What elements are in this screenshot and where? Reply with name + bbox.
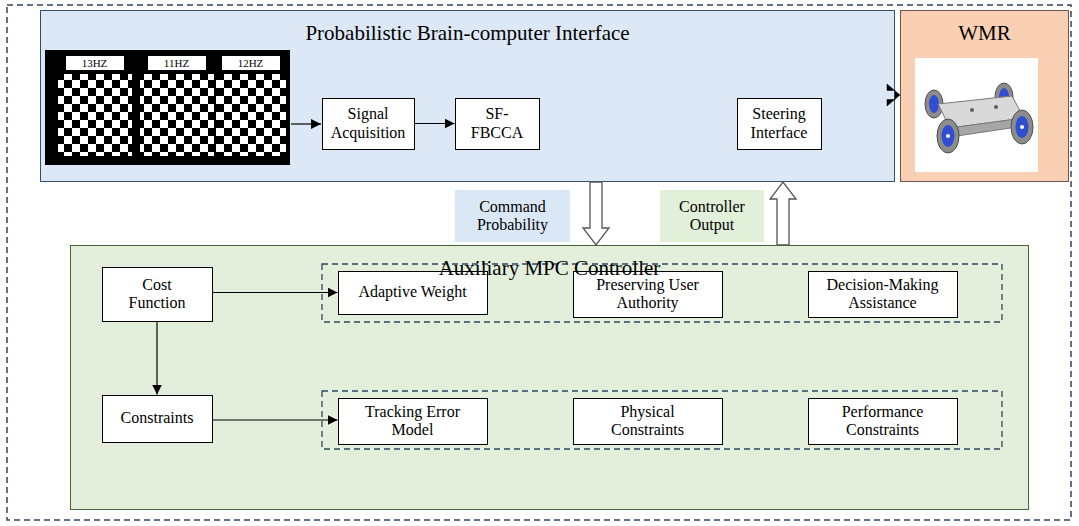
robot-axle: [946, 134, 950, 138]
output-arrow: [887, 84, 900, 106]
frequency-label: 11HZ: [147, 55, 207, 71]
box-label: Command Probability: [461, 198, 564, 235]
stimulus-screen: [45, 50, 290, 165]
process-box: Performance Constraints: [808, 398, 958, 445]
flow-arrow: [213, 419, 338, 420]
robot-bolt: [970, 108, 974, 112]
process-box: Tracking Error Model: [338, 398, 488, 445]
group-dashed-box: [322, 391, 1002, 449]
box-label: Signal Acquisition: [329, 105, 408, 142]
robot-hub: [929, 95, 939, 113]
robot-illustration: [915, 58, 1038, 172]
frequency-text: 11HZ: [147, 55, 207, 71]
robot-chassis-top: [938, 96, 1024, 128]
box-label: Decision-Making Assistance: [823, 276, 943, 313]
robot-wheel: [995, 83, 1013, 111]
panel-title: Auxiliary MPC Controller: [71, 246, 1028, 280]
outer-dashed-border: [7, 5, 1071, 520]
box-label: Tracking Error Model: [353, 403, 473, 440]
process-box: Steering Interface: [737, 98, 822, 150]
process-box: Cost Function: [102, 267, 213, 322]
group-dashed-box: [322, 264, 1002, 322]
interface-arrow: [770, 182, 796, 245]
checkerboard-stimulus: [216, 74, 286, 156]
signal-tag: Controller Output: [660, 190, 764, 242]
flow-arrow: [213, 292, 338, 293]
controller-panel: Cost FunctionConstraintsAdaptive WeightP…: [70, 245, 1029, 510]
box-label: Constraints: [121, 409, 194, 427]
frequency-text: 12HZ: [221, 55, 281, 71]
checkerboard-stimulus: [140, 74, 214, 156]
interface-arrow: [583, 182, 609, 245]
robot-wheel: [1011, 110, 1033, 144]
box-label: Steering Interface: [744, 105, 815, 142]
frequency-label: 12HZ: [221, 55, 281, 71]
box-label: Cost Function: [117, 276, 197, 313]
frequency-text: 13HZ: [65, 55, 125, 71]
panel-title: WMR: [901, 11, 1068, 45]
process-box: Physical Constraints: [573, 398, 723, 445]
flow-arrow: [415, 123, 455, 124]
flow-arrow: [156, 322, 157, 395]
robot-hub: [1016, 116, 1029, 138]
panel-title: Probabilistic Brain-computer Interface: [41, 11, 894, 45]
box-label: Preserving User Authority: [588, 276, 708, 313]
box-label: Adaptive Weight: [358, 283, 466, 301]
robot-background: [915, 58, 1038, 172]
process-box: Signal Acquisition: [322, 98, 415, 150]
robot-hub: [999, 88, 1009, 106]
robot-wheel: [937, 119, 959, 153]
checkerboard-stimulus: [58, 74, 132, 156]
robot-bolt: [994, 105, 998, 109]
robot-hub: [942, 125, 955, 147]
box-label: SF-FBCCA: [460, 105, 535, 142]
box-label: Controller Output: [666, 198, 758, 235]
robot-axle: [1020, 125, 1024, 129]
robot-panel: WMR: [900, 10, 1069, 182]
signal-arrow: [291, 123, 321, 124]
robot-wheel: [925, 90, 943, 118]
frequency-label: 13HZ: [65, 55, 125, 71]
box-label: Performance Constraints: [823, 403, 943, 440]
box-label: Physical Constraints: [588, 403, 708, 440]
robot-chassis-side: [950, 118, 1024, 137]
module-panel: 13HZ 11HZ 12HZ Signal Acquisition SF-FBCCA St…: [40, 10, 895, 182]
process-box: SF-FBCCA: [455, 98, 540, 150]
process-box: Constraints: [102, 395, 213, 443]
signal-tag: Command Probability: [455, 190, 570, 242]
process-box: Decision-Making Assistance: [808, 271, 958, 318]
